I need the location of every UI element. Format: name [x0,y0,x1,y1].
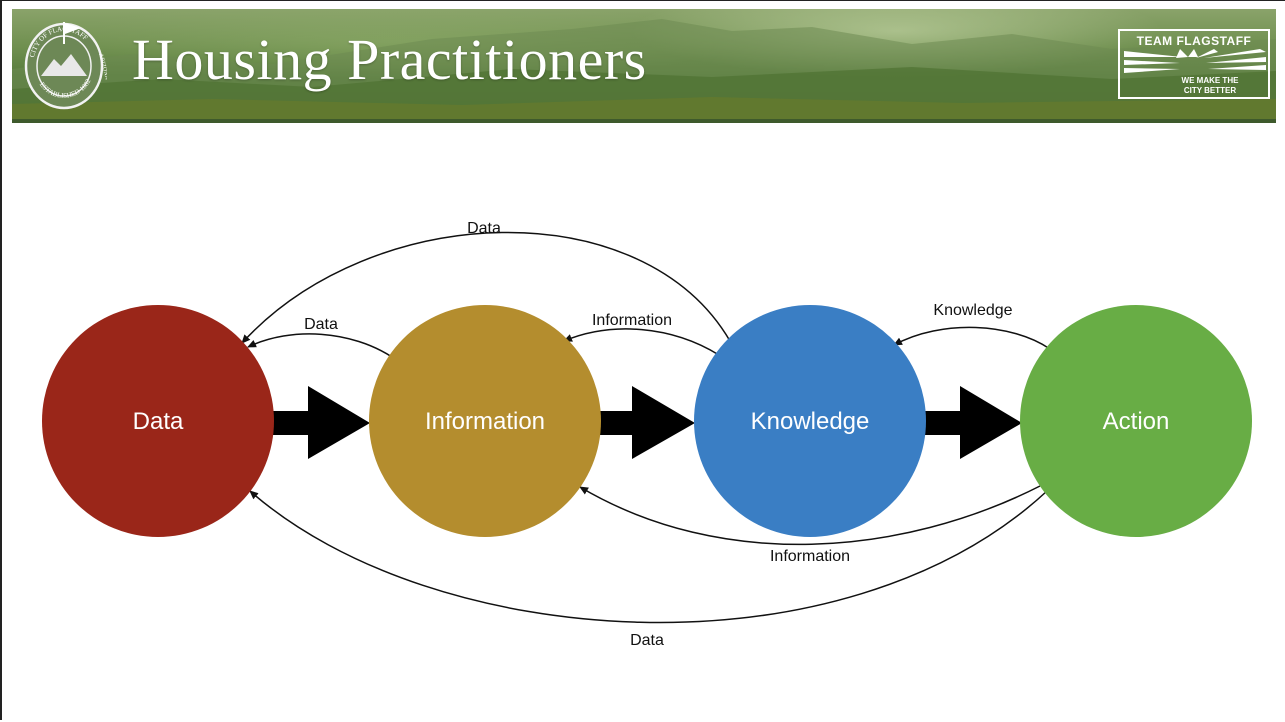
edge-action-to-knowledge [893,326,1051,350]
forward-arrow-data-to-information [270,386,370,459]
forward-arrow-information-to-knowledge [597,386,695,459]
node-data [42,305,274,537]
team-flagstaff-logo: TEAM FLAGSTAFF WE MAKE THE CITY BETTER [1118,29,1270,99]
page-title: Housing Practitioners [132,27,647,92]
header-divider [12,119,1276,123]
mountain-background [12,19,1276,119]
edge-label-action-to-data: Data [630,632,664,649]
city-seal: CITY OF FLAGSTAFF ESTABLISHED 1882 ARIZO… [24,22,107,110]
edge-action-to-information [579,485,1041,546]
edge-information-to-data [247,333,393,358]
edge-knowledge-to-data [241,231,731,344]
node-information-label: Information [425,408,545,435]
seal-side-text: ARIZONA [97,53,107,81]
edge-label-action-to-knowledge: Knowledge [933,302,1012,319]
node-knowledge [694,305,926,537]
logo-top-text: TEAM FLAGSTAFF [1136,34,1252,48]
edge-label-action-to-information: Information [770,548,850,565]
edge-label-knowledge-to-information: Information [592,312,672,329]
edge-label-knowledge-to-data: Data [467,220,501,237]
edge-action-to-data [249,490,1048,624]
node-data-label: Data [133,408,184,435]
edge-knowledge-to-information [563,328,720,356]
edge-label-information-to-data: Data [304,316,338,333]
node-action-label: Action [1103,408,1170,435]
logo-tagline-2: CITY BETTER [1183,86,1237,95]
sunburst-icon [1124,49,1266,73]
logo-tagline-1: WE MAKE THE [1181,76,1239,85]
header-banner [12,9,1276,119]
node-knowledge-label: Knowledge [751,408,870,435]
forward-arrow-knowledge-to-action [924,386,1022,459]
node-information [369,305,601,537]
node-action [1020,305,1252,537]
